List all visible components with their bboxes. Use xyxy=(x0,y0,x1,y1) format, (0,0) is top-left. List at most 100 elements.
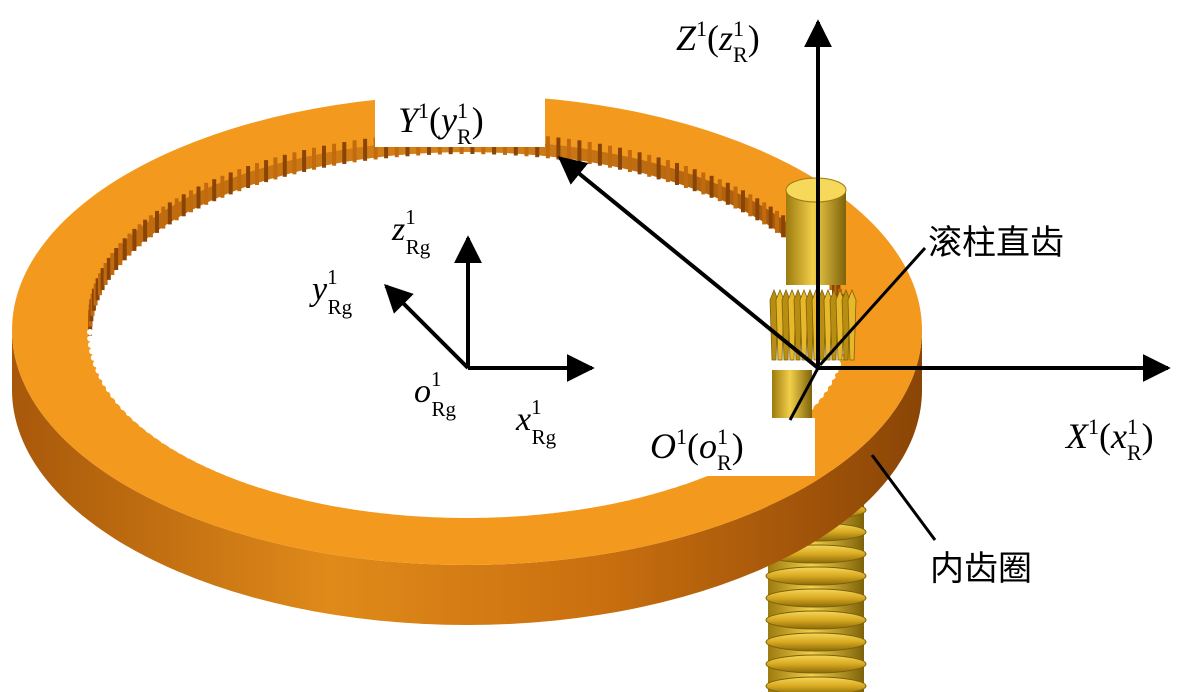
ring-tooth xyxy=(245,478,252,485)
ring-tooth xyxy=(545,136,550,159)
callout-leader-hob xyxy=(818,246,927,367)
ring-tooth xyxy=(264,160,269,183)
ring-tooth xyxy=(352,503,359,510)
ring-tooth xyxy=(775,210,779,233)
ring-tooth xyxy=(282,154,287,177)
ring-tooth xyxy=(829,373,836,380)
ring-tooth xyxy=(339,501,346,508)
ring-tooth xyxy=(768,206,773,229)
ring-tooth xyxy=(683,166,688,188)
ring-tooth xyxy=(536,508,543,515)
ring-tooth xyxy=(636,491,643,498)
ring-tooth xyxy=(363,138,368,161)
ring-tooth xyxy=(675,163,679,185)
ring-tooth xyxy=(87,341,94,348)
ring-tooth xyxy=(291,491,298,498)
callout-internal-ring-gear: 内齿圈 xyxy=(930,549,1032,589)
ring-tooth xyxy=(709,175,714,198)
thread-ring xyxy=(765,566,867,586)
ring-tooth xyxy=(647,154,652,177)
ring-tooth xyxy=(315,497,322,504)
ring-tooth xyxy=(762,202,767,225)
ring-tooth xyxy=(143,219,148,242)
ring-tooth xyxy=(484,511,490,518)
ring-tooth xyxy=(220,175,225,198)
ring-tooth xyxy=(267,485,274,492)
ring-tooth xyxy=(365,505,372,512)
ring-tooth xyxy=(497,511,504,518)
ring-tooth xyxy=(98,273,102,296)
ring-tooth xyxy=(312,147,316,170)
ring-tooth xyxy=(625,494,631,501)
ring-tooth xyxy=(155,210,159,233)
ring-tooth xyxy=(126,410,132,417)
ring-tooth xyxy=(279,488,286,495)
ring-tooth xyxy=(214,466,221,473)
ring-tooth xyxy=(273,157,278,180)
ring-tooth xyxy=(90,354,97,361)
ring-tooth xyxy=(101,380,108,386)
ring-tooth xyxy=(167,202,172,225)
ring-tooth xyxy=(457,512,464,518)
ring-tooth xyxy=(132,415,139,422)
ring-tooth xyxy=(303,494,309,501)
ring-tooth xyxy=(148,215,153,238)
ring-tooth xyxy=(132,228,137,251)
ring-tooth xyxy=(556,137,561,160)
ring-tooth xyxy=(118,243,123,266)
ring-tooth xyxy=(292,152,297,175)
ring-tooth xyxy=(608,145,612,168)
thread-ring xyxy=(765,632,867,652)
ring-tooth xyxy=(612,497,619,504)
ring-tooth xyxy=(185,452,192,459)
ring-tooth xyxy=(195,457,202,464)
ring-tooth xyxy=(430,511,437,518)
ring-tooth xyxy=(161,206,166,229)
ring-tooth xyxy=(224,470,231,477)
gear-tooth xyxy=(847,288,857,361)
ring-tooth xyxy=(701,172,706,195)
ring-tooth xyxy=(671,481,678,488)
ring-tooth xyxy=(510,510,517,517)
ring-tooth xyxy=(717,179,722,202)
ring-cutaway xyxy=(620,30,870,150)
ring-tooth xyxy=(196,186,201,209)
origin-leader xyxy=(788,367,820,421)
ring-tooth xyxy=(89,348,96,355)
ring-tooth xyxy=(145,426,152,433)
ring-tooth xyxy=(234,474,241,481)
ring-tooth xyxy=(95,367,102,374)
global-axes xyxy=(557,19,1171,421)
ring-tooth xyxy=(648,488,655,495)
ring-tooth xyxy=(575,503,582,510)
label-mask-y xyxy=(375,92,545,147)
ring-tooth xyxy=(562,505,569,512)
ring-tooth xyxy=(822,386,829,393)
ring-tooth xyxy=(384,136,389,159)
ring-tooth xyxy=(168,442,175,449)
ring-tooth xyxy=(256,481,263,488)
ring-tooth xyxy=(417,510,424,517)
ring-tooth xyxy=(637,152,642,175)
ring-tooth xyxy=(106,257,111,280)
ring-tooth xyxy=(105,386,112,393)
ring-tooth xyxy=(114,248,119,270)
ring-tooth xyxy=(98,373,105,380)
ring-tooth xyxy=(110,392,117,399)
ring-tooth xyxy=(255,163,259,185)
ring-tooth xyxy=(122,238,127,261)
ring-tooth xyxy=(189,190,193,213)
ring-tooth xyxy=(781,215,786,238)
ring-tooth xyxy=(137,224,142,247)
axis-y-arrow xyxy=(557,156,820,370)
thread-ring xyxy=(765,610,867,630)
ring-tooth xyxy=(204,182,209,205)
ring-tooth xyxy=(404,509,411,516)
ring-tooth xyxy=(352,140,357,163)
ring-tooth xyxy=(741,190,745,213)
callout-hob-spur-gear: 滚柱直齿 xyxy=(928,223,1064,263)
ring-tooth xyxy=(246,166,251,188)
